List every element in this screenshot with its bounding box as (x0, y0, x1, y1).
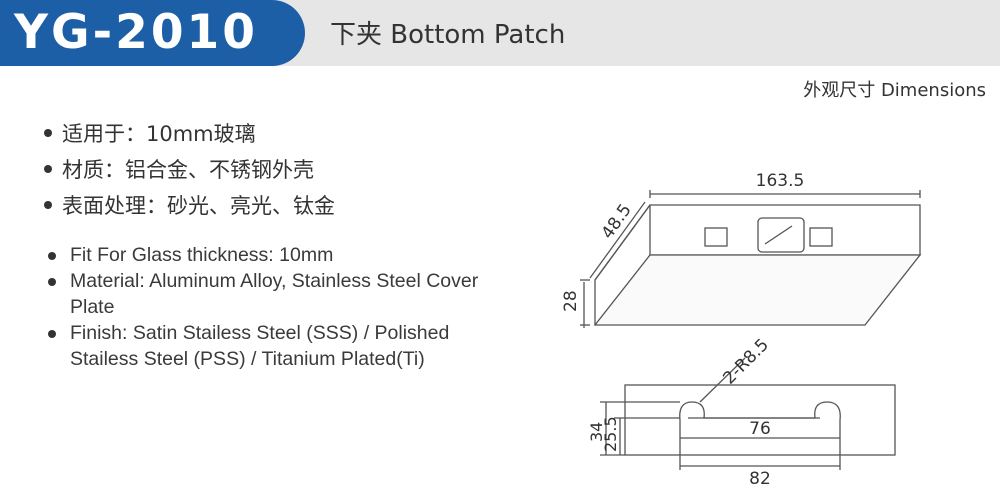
spec-en-item: Material: Aluminum Alloy, Stainless Stee… (48, 268, 508, 320)
dim-length: 163.5 (756, 171, 805, 191)
spec-en-item: Fit For Glass thickness: 10mm (48, 242, 508, 268)
bullet-icon (48, 252, 56, 260)
spec-list-en: Fit For Glass thickness: 10mm Material: … (48, 242, 508, 372)
spec-en-text: Material: Aluminum Alloy, Stainless Stee… (70, 270, 479, 318)
spec-cn-text: 适用于：10mm玻璃 (62, 122, 256, 146)
spec-cn-text: 材质：铝合金、不锈钢外壳 (62, 158, 314, 182)
bullet-icon (44, 165, 52, 173)
spec-cn-item: 适用于：10mm玻璃 (44, 116, 335, 152)
model-code: YG-2010 (14, 5, 258, 60)
spec-en-text: Fit For Glass thickness: 10mm (70, 244, 334, 266)
spec-cn-text: 表面处理：砂光、亮光、钛金 (62, 194, 335, 218)
spec-en-item: Finish: Satin Stailess Steel (SSS) / Pol… (48, 320, 508, 372)
spec-list-cn: 适用于：10mm玻璃 材质：铝合金、不锈钢外壳 表面处理：砂光、亮光、钛金 (44, 116, 335, 224)
product-title: 下夹 Bottom Patch (330, 20, 566, 50)
dim-height: 28 (561, 290, 581, 312)
bullet-icon (44, 201, 52, 209)
dimension-drawing: 163.5 48.5 28 2-R8.5 34 25.5 76 82 (561, 171, 922, 489)
dimensions-label: 外观尺寸 Dimensions (803, 80, 986, 101)
dim-inner-width: 76 (749, 419, 771, 439)
spec-cn-item: 材质：铝合金、不锈钢外壳 (44, 152, 335, 188)
bullet-icon (48, 278, 56, 286)
dim-total-height: 34 (587, 422, 606, 442)
dim-outer-width: 82 (749, 469, 771, 489)
model-tab: YG-2010 (0, 0, 305, 66)
bullet-icon (48, 330, 56, 338)
dim-inner-height: 25.5 (601, 416, 620, 452)
spec-cn-item: 表面处理：砂光、亮光、钛金 (44, 188, 335, 224)
spec-en-text: Finish: Satin Stailess Steel (SSS) / Pol… (70, 322, 450, 370)
dim-radius: 2-R8.5 (719, 335, 773, 389)
bullet-icon (44, 129, 52, 137)
